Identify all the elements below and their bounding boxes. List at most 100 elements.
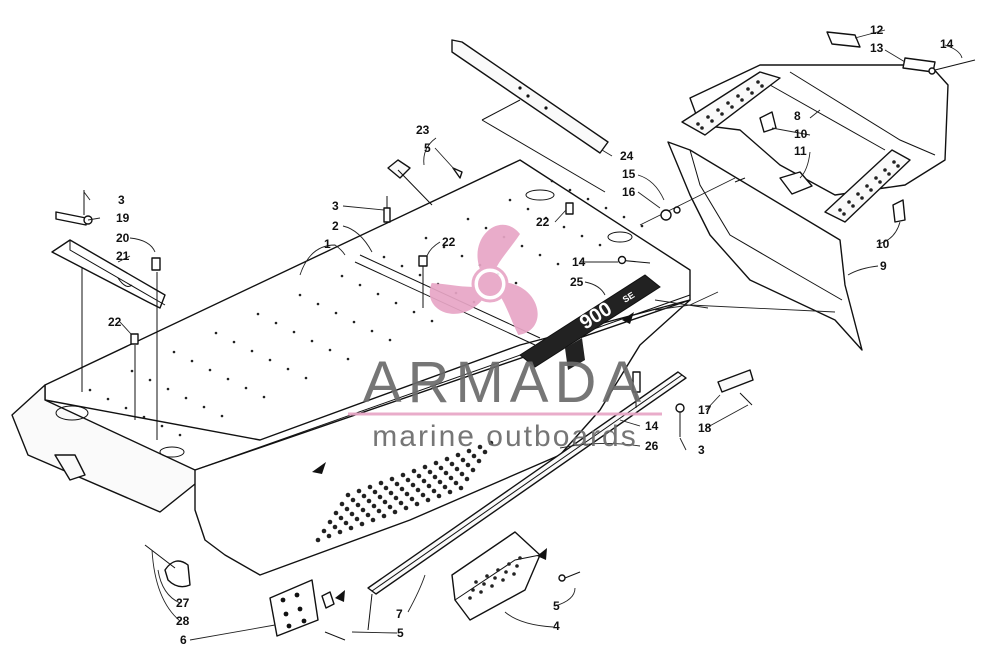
callout-20: 20 xyxy=(116,231,130,245)
rivet-hole xyxy=(321,528,327,534)
rivet-hole xyxy=(471,588,475,592)
rivet-hole xyxy=(426,483,432,489)
rivet-hole xyxy=(339,501,345,507)
rivet-hole xyxy=(716,108,720,112)
rivet-hole xyxy=(433,460,439,466)
rivet-hole xyxy=(388,490,394,496)
rivet-hole xyxy=(493,576,497,580)
rivet-hole xyxy=(458,485,464,491)
rivet-hole xyxy=(470,467,476,473)
rivet-hole xyxy=(411,468,417,474)
rivet-hole xyxy=(394,481,400,487)
rivet-hole xyxy=(292,330,296,334)
rivet-hole xyxy=(387,504,393,510)
rivet-hole xyxy=(436,493,442,499)
rivet-hole xyxy=(448,475,454,481)
callout-26: 26 xyxy=(645,439,659,453)
rivet-hole xyxy=(415,487,421,493)
rivet-hole xyxy=(232,340,236,344)
rivet-hole xyxy=(394,301,398,305)
snow-flap-9 xyxy=(667,141,863,351)
callout-3: 3 xyxy=(698,443,705,457)
rivet-hole xyxy=(262,395,266,399)
rivet-hole xyxy=(847,200,851,204)
rivet-hole xyxy=(443,470,449,476)
rivet-hole xyxy=(496,568,500,572)
callout-14: 14 xyxy=(645,419,659,433)
rivet-hole xyxy=(160,424,164,428)
rivet-hole xyxy=(449,461,455,467)
rivet-hole xyxy=(421,478,427,484)
rivet-hole xyxy=(726,101,730,105)
bracket-11 xyxy=(779,171,813,195)
rivet-hole xyxy=(598,243,602,247)
rivet-hole xyxy=(220,414,224,418)
rivet-hole xyxy=(622,215,626,219)
corner-bracket-4 xyxy=(451,531,541,621)
rivet-hole xyxy=(544,216,548,220)
callout-5: 5 xyxy=(553,599,560,613)
rivet-hole xyxy=(420,492,426,498)
rivet-hole xyxy=(378,480,384,486)
callout-22: 22 xyxy=(442,235,456,249)
pad-12 xyxy=(826,31,861,48)
rivet-hole xyxy=(327,519,333,525)
rivet-hole xyxy=(358,283,362,287)
rivet-hole xyxy=(431,488,437,494)
slide-rail-26 xyxy=(367,371,687,631)
rivet-hole xyxy=(696,122,700,126)
rivet-hole xyxy=(202,405,206,409)
callout-27: 27 xyxy=(176,596,190,610)
callout-7: 7 xyxy=(396,607,403,621)
callout-22: 22 xyxy=(536,215,550,229)
rivet-hole xyxy=(432,474,438,480)
rivet-hole xyxy=(356,488,362,494)
rivet-hole xyxy=(466,448,472,454)
rivet-hole xyxy=(750,91,754,95)
rivet-hole xyxy=(730,105,734,109)
fastener-group-left xyxy=(55,190,574,345)
spacer-19 xyxy=(55,211,87,226)
rivet-hole xyxy=(166,387,170,391)
callout-15: 15 xyxy=(622,167,636,181)
rivet-hole xyxy=(399,486,405,492)
rivet-hole xyxy=(355,502,361,508)
rivet-hole xyxy=(465,462,471,468)
rivet-hole xyxy=(88,388,92,392)
rivet-hole xyxy=(710,119,714,123)
rivet-hole xyxy=(444,456,450,462)
rivet-hole xyxy=(466,217,470,221)
rivet-hole xyxy=(409,496,415,502)
rivet-hole xyxy=(256,312,260,316)
rivet-hole xyxy=(418,273,422,277)
direction-arrow-icon xyxy=(537,548,547,560)
rivet-hole xyxy=(326,533,332,539)
direction-arrow-icon xyxy=(312,462,326,474)
rivet-hole xyxy=(476,458,482,464)
rivet-hole xyxy=(453,480,459,486)
callout-19: 19 xyxy=(116,211,130,225)
rivet-hole xyxy=(352,320,356,324)
rivet-hole xyxy=(515,564,519,568)
callout-8: 8 xyxy=(794,109,801,123)
rivet-hole xyxy=(398,500,404,506)
rivet-hole xyxy=(856,192,860,196)
rivet-hole xyxy=(427,469,433,475)
rear-bumper-assembly xyxy=(681,31,976,223)
rivet-hole xyxy=(310,339,314,343)
rivet-hole xyxy=(460,457,466,463)
rivet-hole xyxy=(455,452,461,458)
rivet-hole xyxy=(142,415,146,419)
rivet-hole xyxy=(438,465,444,471)
rivet-hole xyxy=(550,179,554,183)
rivet-hole xyxy=(372,489,378,495)
callout-11: 11 xyxy=(794,144,807,158)
callout-12: 12 xyxy=(870,23,884,37)
tunnel-front-bracket xyxy=(54,454,86,481)
rivet-hole xyxy=(580,234,584,238)
rivet-hole xyxy=(178,433,182,437)
rivet-hole xyxy=(403,505,409,511)
rivet-hole xyxy=(106,397,110,401)
callout-24: 24 xyxy=(620,149,634,163)
